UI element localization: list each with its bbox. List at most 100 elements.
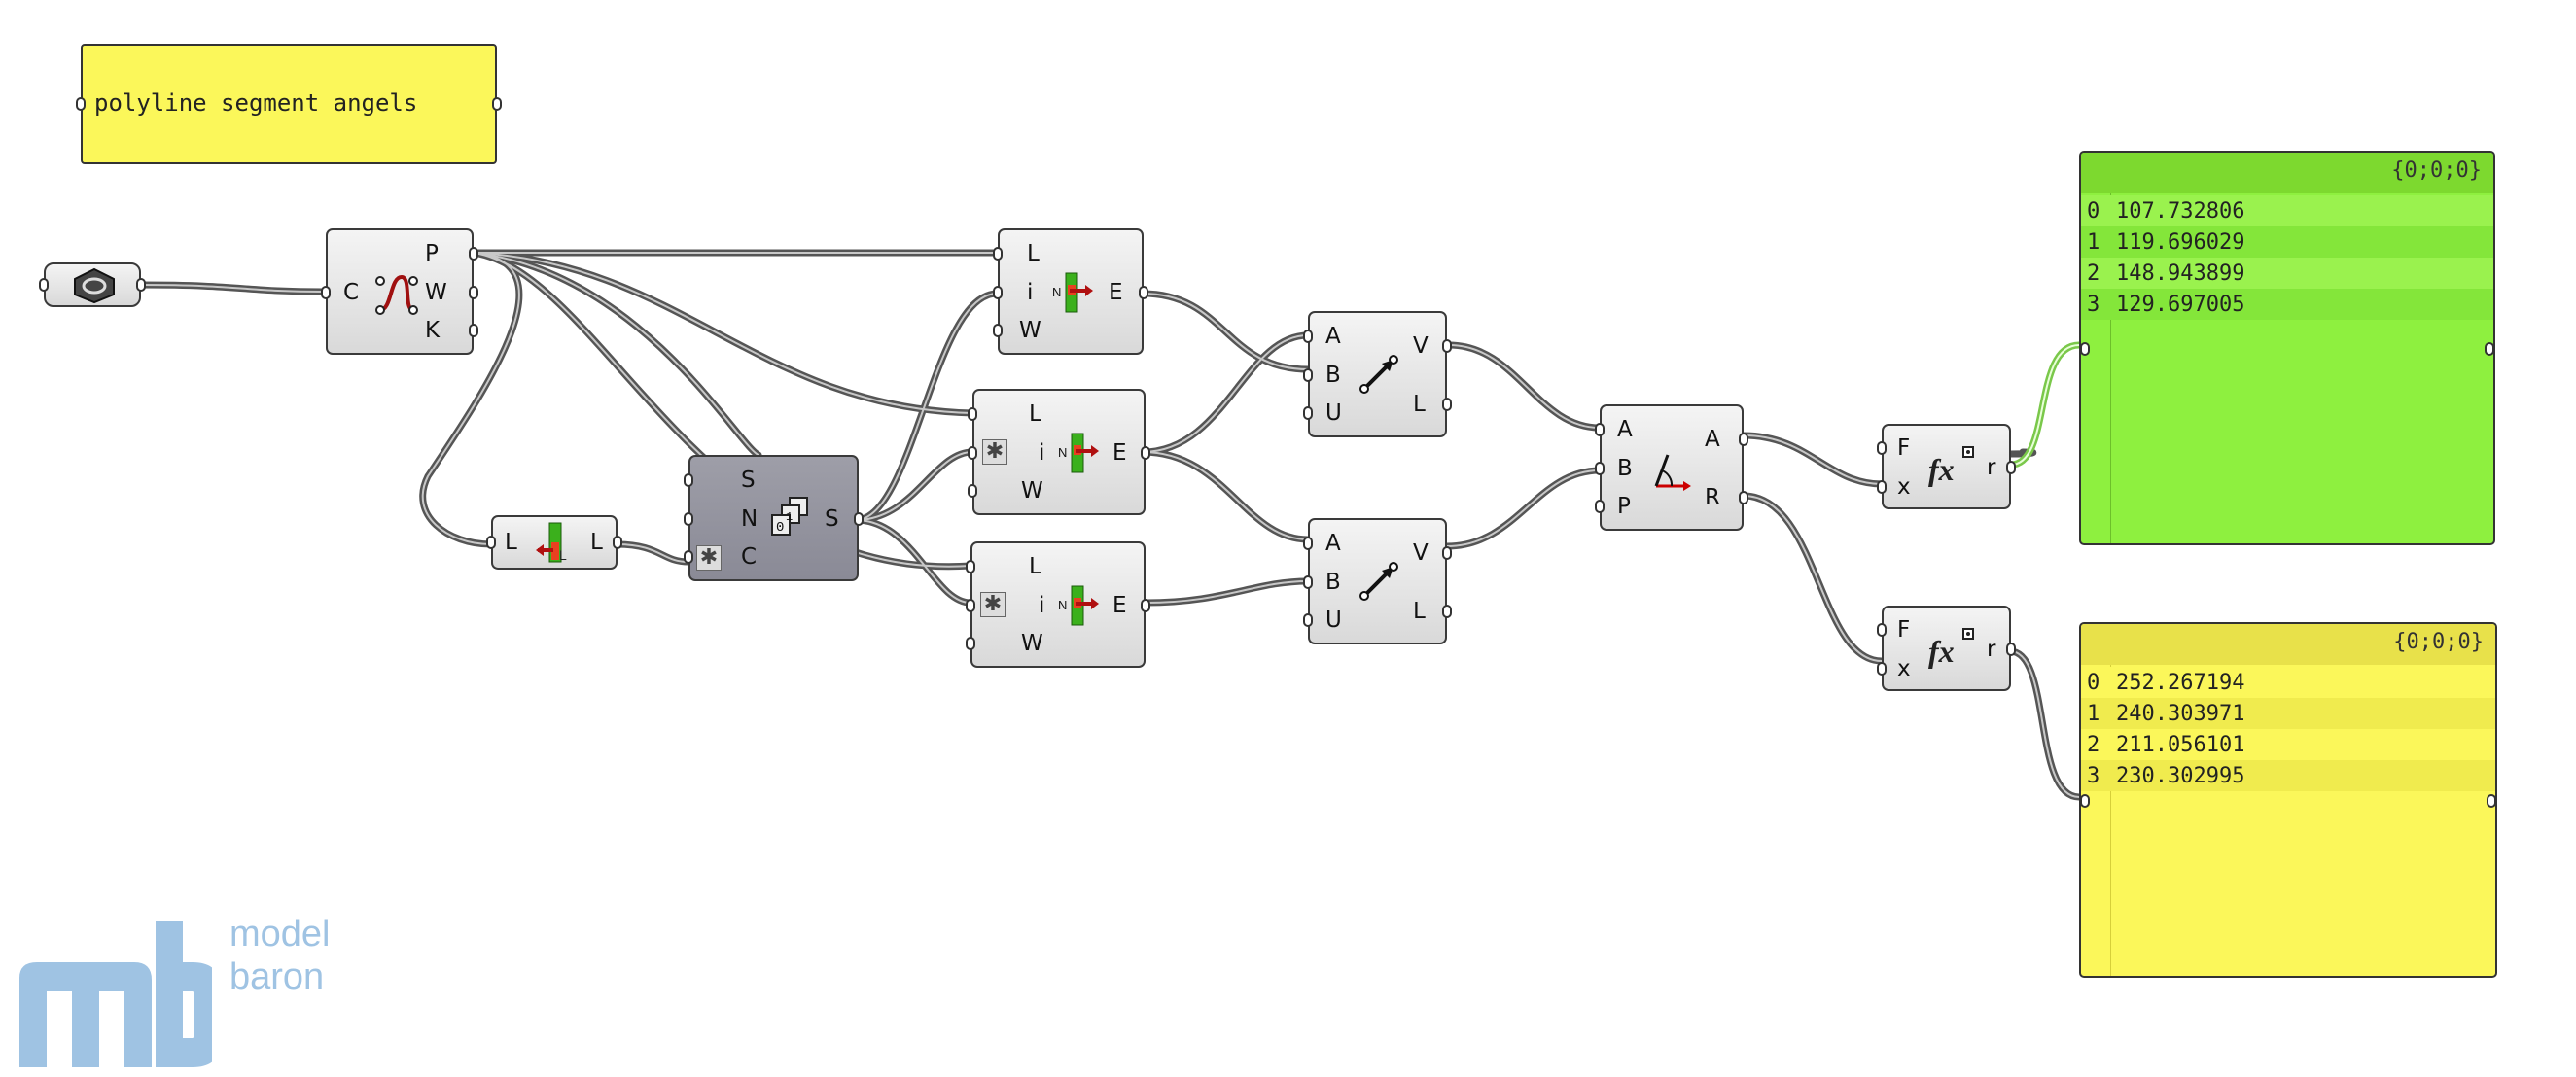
list-item-component-3[interactable]: L i W E ✱ N xyxy=(966,541,1150,668)
input-grip[interactable] xyxy=(1303,368,1313,382)
input-grip[interactable] xyxy=(1303,537,1313,550)
input-grip[interactable] xyxy=(968,484,977,498)
output-grip[interactable] xyxy=(1141,599,1150,612)
output-grip[interactable] xyxy=(469,286,478,299)
input-label: B xyxy=(1617,456,1633,481)
input-grip[interactable] xyxy=(1303,406,1313,420)
input-grip[interactable] xyxy=(1303,330,1313,343)
output-label: V xyxy=(1413,333,1429,359)
curve-param-component[interactable] xyxy=(39,262,146,307)
asterisk-icon: ✱ xyxy=(980,592,1006,617)
input-label: U xyxy=(1325,608,1342,633)
input-grip[interactable] xyxy=(1595,423,1605,436)
panel-input-grip[interactable] xyxy=(2081,342,2090,356)
input-grip[interactable] xyxy=(1877,662,1887,676)
control-points-component[interactable]: C P W K xyxy=(321,228,478,355)
input-label: C xyxy=(343,280,360,305)
input-grip[interactable] xyxy=(993,324,1003,337)
output-grip[interactable] xyxy=(854,512,864,526)
input-label: S xyxy=(741,468,756,493)
input-grip[interactable] xyxy=(684,550,693,564)
input-label: L xyxy=(505,530,517,555)
input-grip[interactable] xyxy=(486,536,496,549)
output-grip[interactable] xyxy=(469,247,478,261)
output-grip[interactable] xyxy=(2006,643,2016,656)
output-grip[interactable] xyxy=(613,536,622,549)
expression-component-1[interactable]: F x r fx xyxy=(1877,424,2016,509)
input-grip[interactable] xyxy=(993,247,1003,261)
param-output-grip[interactable] xyxy=(136,278,146,292)
input-grip[interactable] xyxy=(966,599,975,612)
output-grip[interactable] xyxy=(469,324,478,337)
logo-text-line1: model xyxy=(229,914,331,955)
output-grip[interactable] xyxy=(1739,433,1748,446)
note-output-grip[interactable] xyxy=(492,97,502,111)
output-label: A xyxy=(1705,427,1720,452)
input-label: W xyxy=(1021,478,1043,504)
input-grip[interactable] xyxy=(684,512,693,526)
panel-path-header: {0;0;0} xyxy=(2391,158,2482,183)
input-grip[interactable] xyxy=(968,446,977,460)
input-grip[interactable] xyxy=(968,407,977,421)
expression-fx-icon: fx xyxy=(1928,446,1974,487)
panel-output-grip[interactable] xyxy=(2487,794,2495,808)
text-note[interactable]: polyline segment angels xyxy=(76,44,502,164)
input-grip[interactable] xyxy=(1877,441,1887,455)
output-grip[interactable] xyxy=(1442,398,1452,411)
list-item-icon: N xyxy=(1052,272,1093,313)
panel-input-grip[interactable] xyxy=(2081,794,2090,808)
note-input-grip[interactable] xyxy=(76,97,86,111)
input-grip[interactable] xyxy=(966,637,975,650)
svg-text:1: 1 xyxy=(786,510,793,524)
series-component[interactable]: S N C S 0 1 ✱ xyxy=(684,455,864,581)
vector-2pt-component-2[interactable]: A B U V L xyxy=(1303,518,1452,644)
list-item-icon: N xyxy=(1058,433,1099,473)
note-text: polyline segment angels xyxy=(94,89,418,117)
expression-component-2[interactable]: F x r fx xyxy=(1877,606,2016,691)
param-input-grip[interactable] xyxy=(39,278,49,292)
output-grip[interactable] xyxy=(2006,461,2016,474)
input-label: L xyxy=(1029,401,1041,427)
list-item-component-1[interactable]: L i W E N xyxy=(993,228,1148,355)
output-label: K xyxy=(425,318,441,343)
input-label: i xyxy=(1039,593,1045,618)
wire xyxy=(1142,577,1312,607)
output-label: R xyxy=(1705,485,1720,510)
panel-output-grip[interactable] xyxy=(2485,342,2493,356)
output-grip[interactable] xyxy=(1442,605,1452,618)
input-label: L xyxy=(1027,241,1040,266)
input-grip[interactable] xyxy=(1877,623,1887,637)
input-grip[interactable] xyxy=(966,560,975,573)
output-grip[interactable] xyxy=(1739,491,1748,504)
output-grip[interactable] xyxy=(1141,446,1150,460)
wire xyxy=(1443,467,1604,550)
vector-2pt-icon xyxy=(1359,355,1398,394)
vector-2pt-component-1[interactable]: A B U V L xyxy=(1303,311,1452,437)
angle-component[interactable]: A B P A R xyxy=(1595,404,1748,531)
input-grip[interactable] xyxy=(1303,575,1313,589)
output-grip[interactable] xyxy=(1139,286,1148,299)
panel-path-header: {0;0;0} xyxy=(2393,630,2484,654)
input-grip[interactable] xyxy=(684,473,693,487)
input-grip[interactable] xyxy=(1595,500,1605,513)
wire xyxy=(1445,341,1604,432)
list-length-component[interactable]: L L L xyxy=(486,515,622,570)
output-grip[interactable] xyxy=(1442,339,1452,353)
output-grip[interactable] xyxy=(1442,546,1452,560)
input-grip[interactable] xyxy=(1303,613,1313,627)
wire xyxy=(2006,647,2083,801)
input-label: N xyxy=(741,506,759,532)
input-grip[interactable] xyxy=(1877,480,1887,494)
input-grip[interactable] xyxy=(993,286,1003,299)
input-grip[interactable] xyxy=(321,286,331,299)
input-grip[interactable] xyxy=(1595,462,1605,475)
list-item-component-2[interactable]: L i W E ✱ N xyxy=(968,389,1150,515)
input-label: W xyxy=(1019,318,1041,343)
expression-fx-icon: fx xyxy=(1928,628,1974,669)
